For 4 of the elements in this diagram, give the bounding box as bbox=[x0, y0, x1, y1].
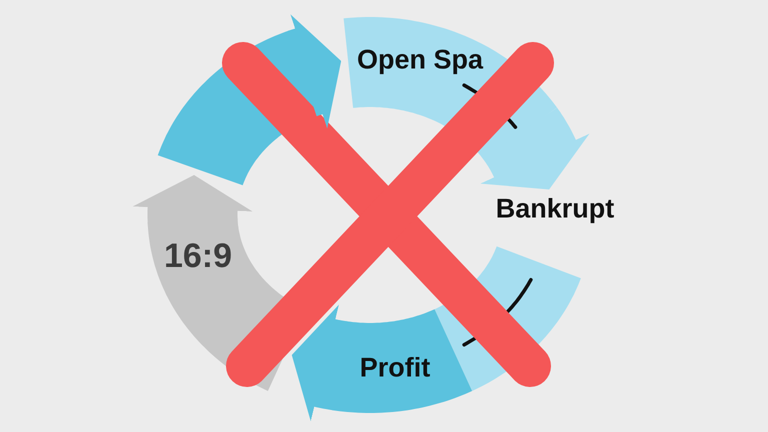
segment-label: Profit bbox=[360, 354, 430, 382]
segment-label: 16:9 bbox=[164, 239, 232, 273]
segment-label: Open Spa bbox=[356, 46, 484, 74]
step-label: Bankrupt bbox=[496, 196, 614, 222]
